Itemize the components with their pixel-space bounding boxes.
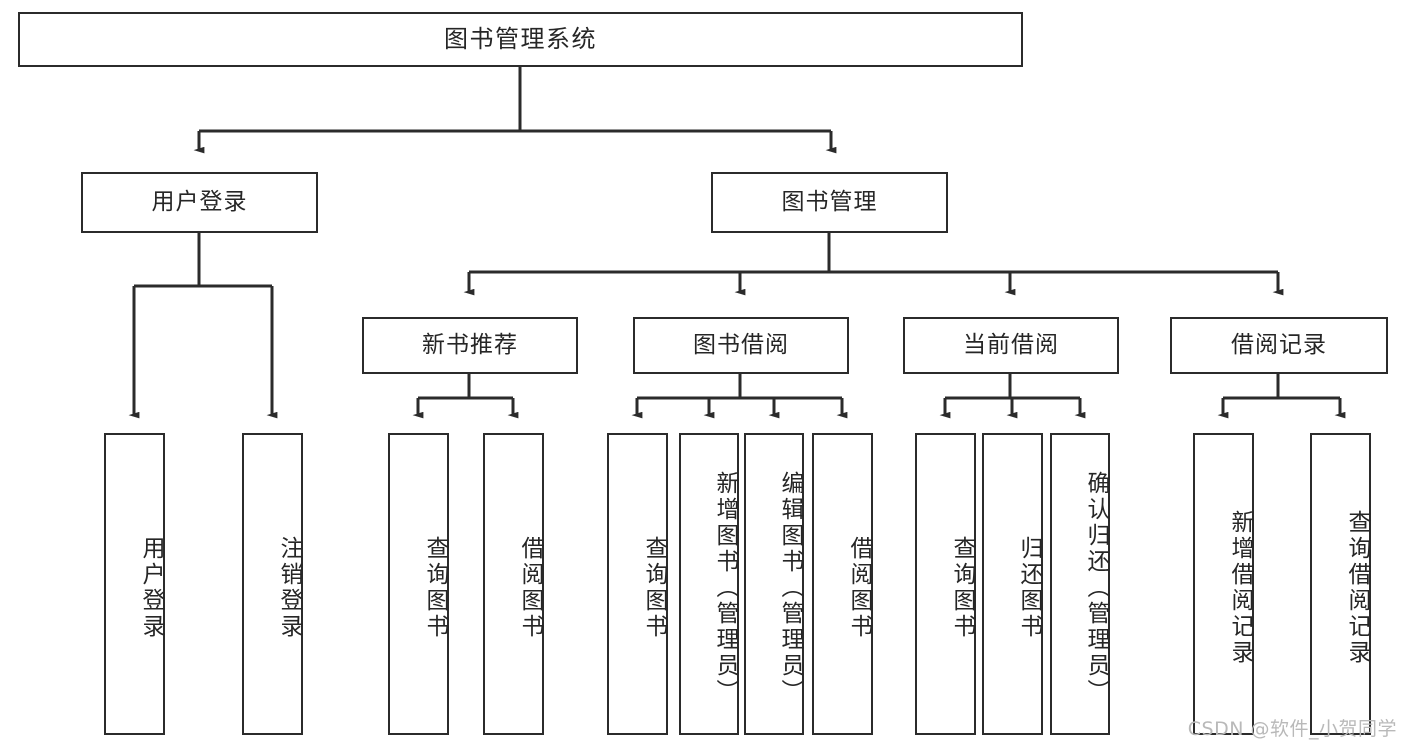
node-label: 查询图书	[641, 536, 667, 640]
node-label: 确认归还（管理员）	[1083, 471, 1109, 705]
leaf-borrow-book[interactable]: 借阅图书	[812, 433, 873, 735]
node-label: 新书推荐	[422, 331, 518, 358]
leaf-logout[interactable]: 注销登录	[242, 433, 303, 735]
leaf-edit-book-admin[interactable]: 编辑图书（管理员）	[744, 433, 804, 735]
node-book-borrow[interactable]: 图书借阅	[633, 317, 849, 374]
leaf-add-book-admin[interactable]: 新增图书（管理员）	[679, 433, 739, 735]
node-label: 归还图书	[1016, 536, 1042, 640]
node-label: 借阅图书	[846, 536, 872, 640]
leaf-return-book[interactable]: 归还图书	[982, 433, 1043, 735]
leaf-user-login[interactable]: 用户登录	[104, 433, 165, 735]
node-new-book-recommend[interactable]: 新书推荐	[362, 317, 578, 374]
leaf-query-book-recommend[interactable]: 查询图书	[388, 433, 449, 735]
node-label: 图书管理	[781, 188, 878, 215]
node-root-book-management-system[interactable]: 图书管理系统	[18, 12, 1023, 67]
node-book-management[interactable]: 图书管理	[711, 172, 948, 233]
leaf-confirm-return-admin[interactable]: 确认归还（管理员）	[1050, 433, 1110, 735]
node-label: 当前借阅	[963, 331, 1059, 358]
node-borrow-records[interactable]: 借阅记录	[1170, 317, 1388, 374]
node-label: 查询借阅记录	[1344, 510, 1370, 666]
node-label: 图书管理系统	[444, 25, 597, 54]
node-label: 新增借阅记录	[1227, 510, 1253, 666]
node-label: 借阅图书	[517, 536, 543, 640]
leaf-query-book-borrow[interactable]: 查询图书	[607, 433, 668, 735]
node-label: 查询图书	[422, 536, 448, 640]
csdn-watermark: CSDN @软件_小贺同学	[1187, 718, 1397, 740]
node-label: 用户登录	[151, 188, 248, 215]
node-label: 借阅记录	[1231, 331, 1327, 358]
node-user-login[interactable]: 用户登录	[81, 172, 318, 233]
node-label: 查询图书	[949, 536, 975, 640]
leaf-add-borrow-record[interactable]: 新增借阅记录	[1193, 433, 1254, 735]
node-label: 注销登录	[276, 536, 302, 640]
node-current-borrow[interactable]: 当前借阅	[903, 317, 1119, 374]
node-label: 新增图书（管理员）	[712, 471, 738, 705]
leaf-borrow-book-recommend[interactable]: 借阅图书	[483, 433, 544, 735]
node-label: 编辑图书（管理员）	[777, 471, 803, 705]
leaf-query-borrow-record[interactable]: 查询借阅记录	[1310, 433, 1371, 735]
leaf-query-book-current[interactable]: 查询图书	[915, 433, 976, 735]
node-label: 图书借阅	[693, 331, 789, 358]
node-label: 用户登录	[138, 536, 164, 640]
